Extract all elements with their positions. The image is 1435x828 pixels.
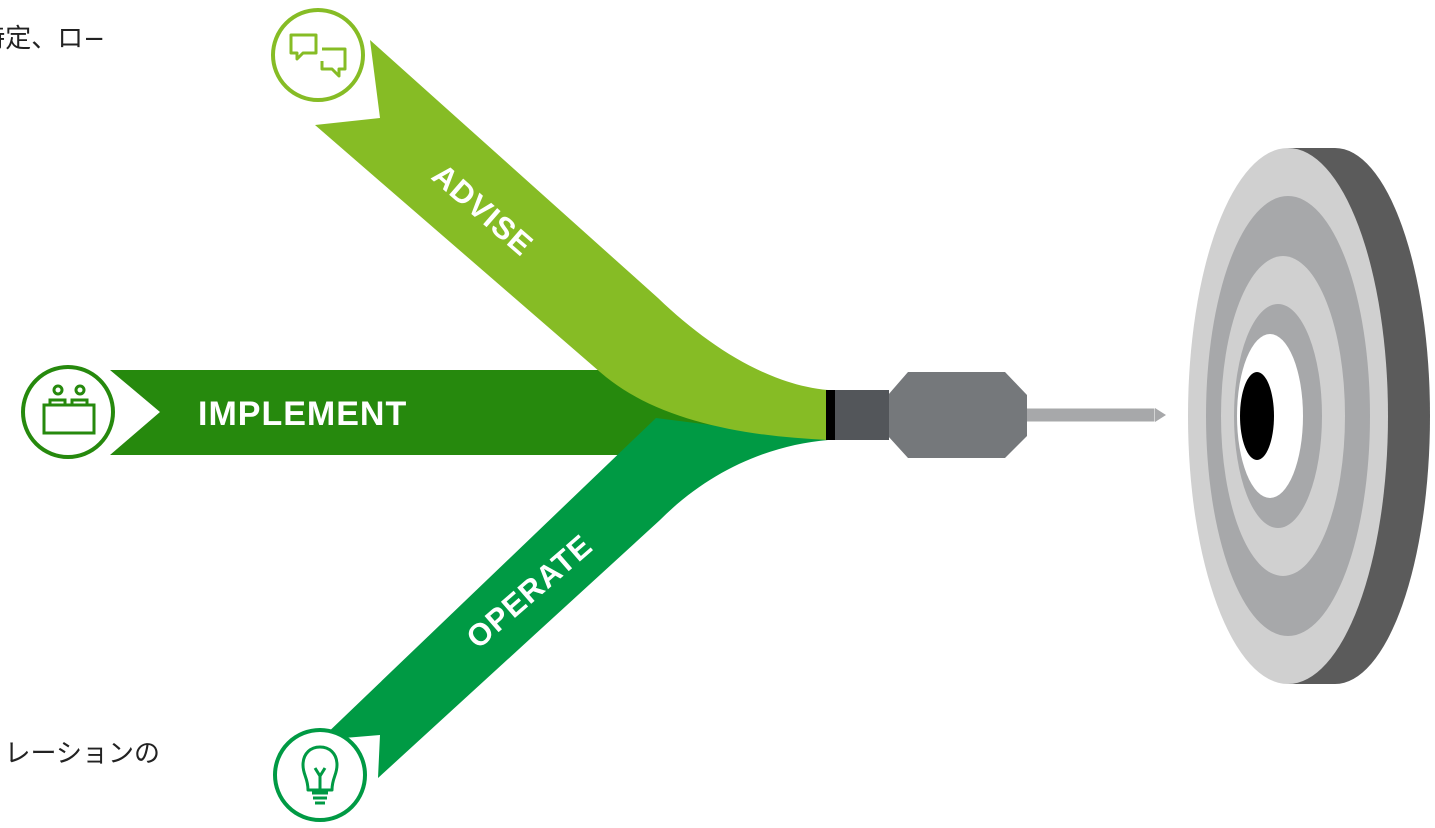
dart-collar bbox=[826, 390, 835, 440]
target-board bbox=[1188, 148, 1430, 684]
dart-barrel bbox=[888, 372, 1027, 458]
lightbulb-icon bbox=[273, 728, 367, 822]
workers-at-desk-icon bbox=[21, 365, 115, 459]
text-fragment-top: 特定、ロ− bbox=[0, 24, 105, 54]
dart-tip bbox=[1019, 407, 1156, 423]
operate-ribbon bbox=[320, 418, 828, 778]
advise-ribbon bbox=[315, 40, 828, 440]
target-bullseye bbox=[1240, 372, 1274, 460]
dart-shaft bbox=[833, 390, 889, 440]
speech-bubbles-icon bbox=[271, 8, 365, 102]
dart bbox=[826, 372, 1166, 458]
text-fragment-bottom: レーションの bbox=[4, 739, 160, 769]
implement-label: IMPLEMENT bbox=[198, 395, 407, 433]
dart-point bbox=[1155, 408, 1166, 422]
